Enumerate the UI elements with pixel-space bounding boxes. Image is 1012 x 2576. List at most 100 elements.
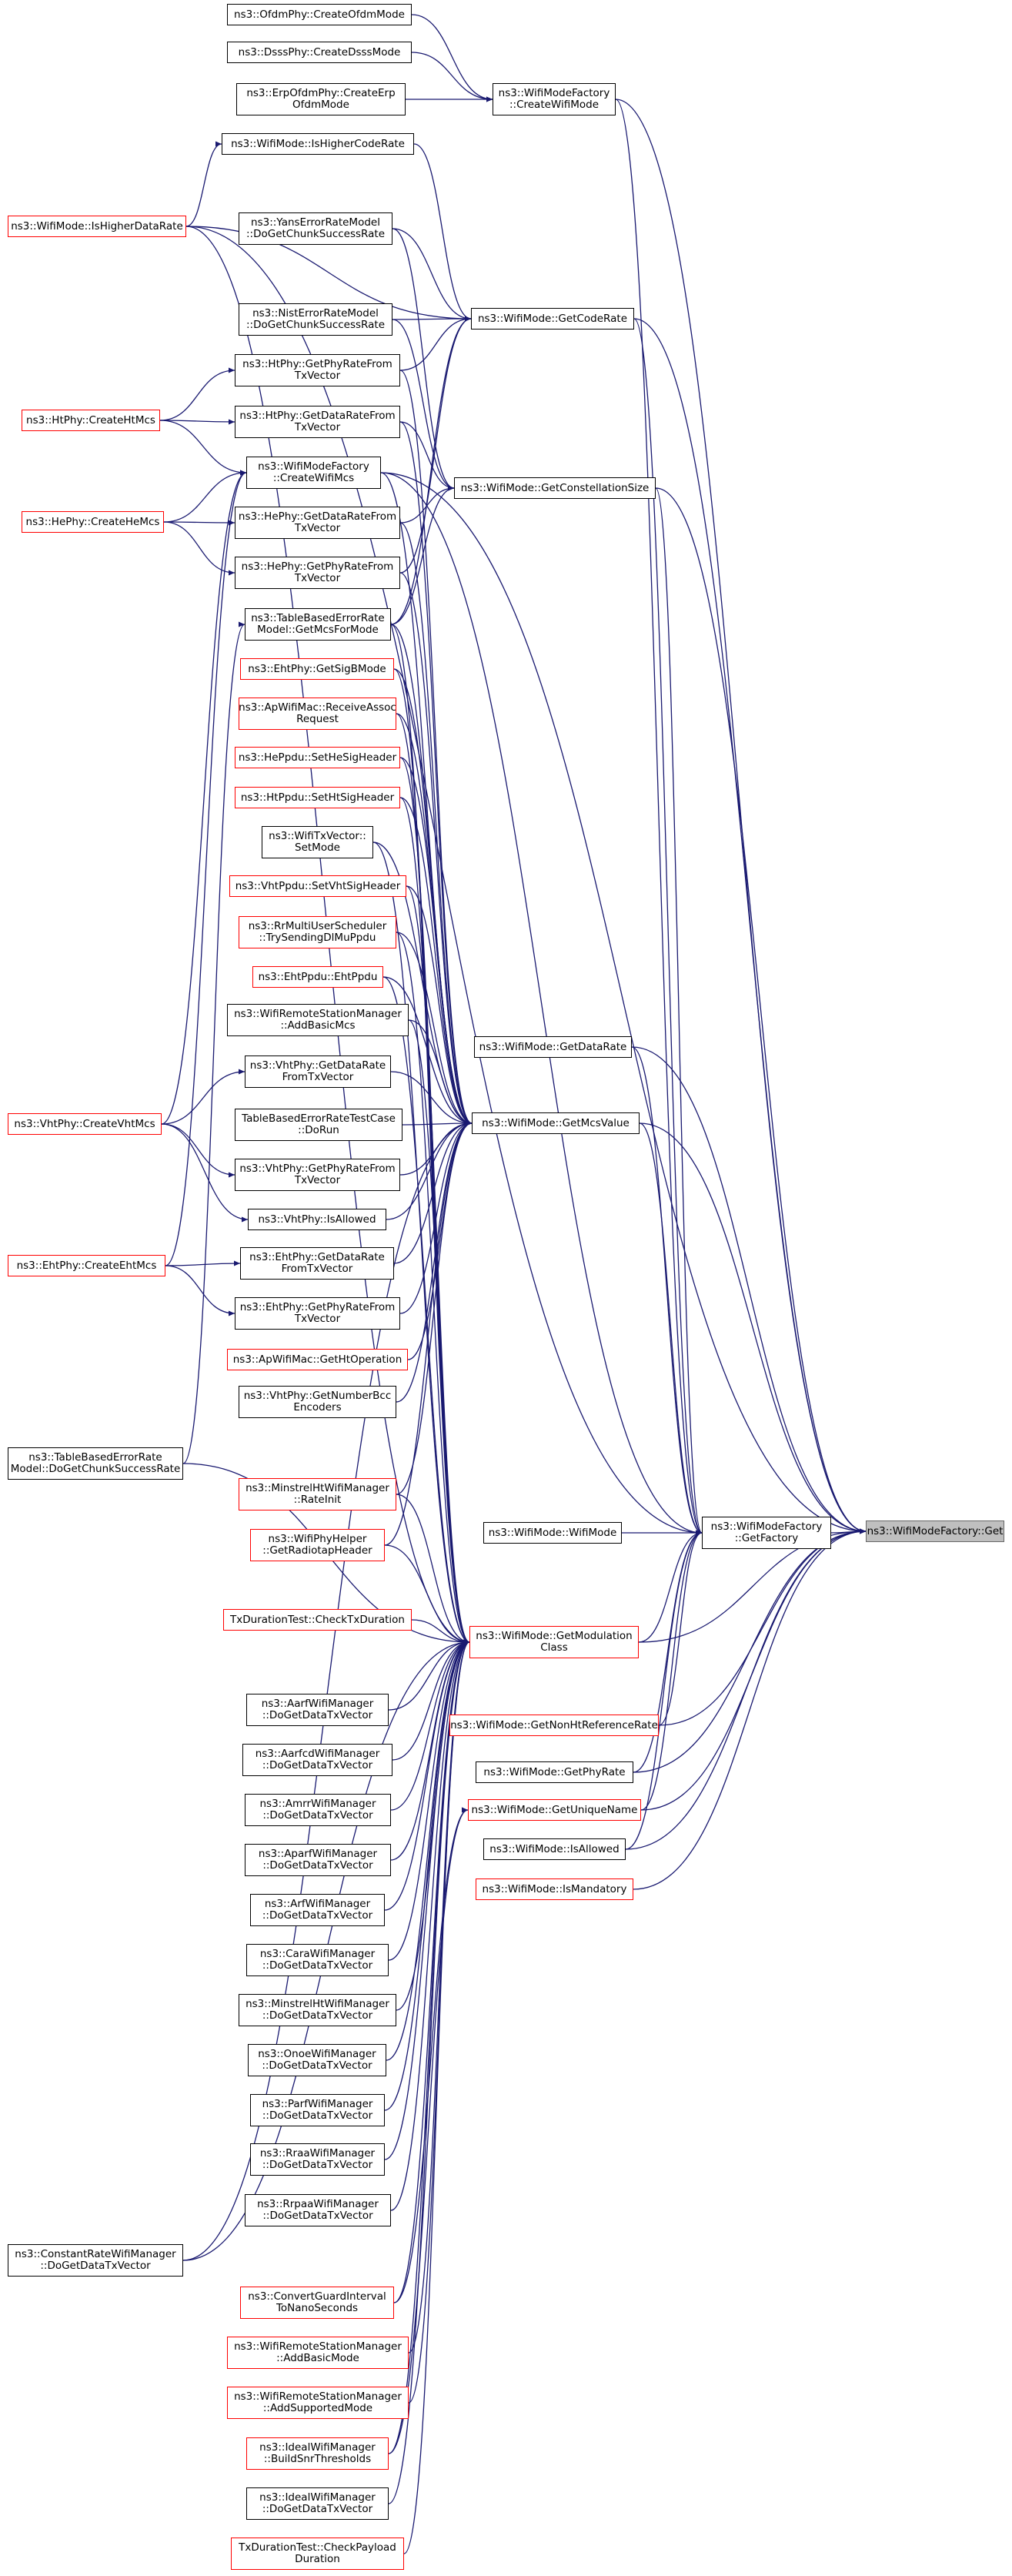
node-htphy-gdrftv[interactable]: ns3::HtPhy::GetDataRateFrom TxVector <box>235 406 400 438</box>
node-aparf[interactable]: ns3::AparfWifiManager ::DoGetDataTxVecto… <box>245 1844 391 1876</box>
node-gf[interactable]: ns3::WifiModeFactory ::GetFactory <box>702 1517 831 1549</box>
node-ismand[interactable]: ns3::WifiMode::IsMandatory <box>476 1878 633 1900</box>
node-hesig[interactable]: ns3::HePpdu::SetHeSigHeader <box>235 747 400 768</box>
edge-onoe-to-gmc <box>386 1639 470 2061</box>
edge-yans-to-gcs <box>392 228 455 491</box>
node-wrsmbasicmcs[interactable]: ns3::WifiRemoteStationManager ::AddBasic… <box>227 1004 409 1036</box>
edge-ehtcreate-to-eht-gprftv <box>165 1265 235 1316</box>
node-ishcr[interactable]: ns3::WifiMode::IsHigherCodeRate <box>222 133 414 155</box>
edge-gmc-to-gf <box>638 1530 703 1643</box>
node-idealsnr[interactable]: ns3::IdealWifiManager ::BuildSnrThreshol… <box>246 2437 389 2470</box>
edge-vhtcreate-to-vht-gdrftv <box>161 1069 245 1125</box>
edge-vhtcreate-to-fcreatemcs <box>161 470 247 1125</box>
node-gmv[interactable]: ns3::WifiMode::GetMcsValue <box>472 1112 640 1134</box>
node-yans[interactable]: ns3::YansErrorRateModel ::DoGetChunkSucc… <box>239 212 392 245</box>
node-idealtx[interactable]: ns3::IdealWifiManager ::DoGetDataTxVecto… <box>246 2487 389 2520</box>
edge-cara-to-gmc <box>388 1639 470 1961</box>
node-eht-gprftv[interactable]: ns3::EhtPhy::GetPhyRateFrom TxVector <box>235 1297 400 1330</box>
node-hecreate[interactable]: ns3::HePhy::CreateHeMcs <box>22 511 164 533</box>
node-fcreatemcs[interactable]: ns3::WifiModeFactory ::CreateWifiMcs <box>246 457 381 489</box>
node-vhtcreate[interactable]: ns3::VhtPhy::CreateVhtMcs <box>8 1113 162 1135</box>
node-rrpaa[interactable]: ns3::RrpaaWifiManager ::DoGetDataTxVecto… <box>245 2194 391 2226</box>
node-constrate[interactable]: ns3::ConstantRateWifiManager ::DoGetData… <box>8 2244 183 2277</box>
node-arf[interactable]: ns3::ArfWifiManager ::DoGetDataTxVector <box>250 1894 385 1926</box>
node-aarfcd[interactable]: ns3::AarfcdWifiManager ::DoGetDataTxVect… <box>242 1744 392 1776</box>
node-apassoc[interactable]: ns3::ApWifiMac::ReceiveAssoc Request <box>239 698 396 730</box>
node-nonht[interactable]: ns3::WifiMode::GetNonHtReferenceRate <box>449 1715 659 1736</box>
edge-htcreate-to-fcreatemcs <box>159 420 247 476</box>
node-vhtsig[interactable]: ns3::VhtPpdu::SetVhtSigHeader <box>229 875 406 897</box>
node-rraa[interactable]: ns3::RraaWifiManager ::DoGetDataTxVector <box>250 2143 385 2176</box>
node-gcr[interactable]: ns3::WifiMode::GetCodeRate <box>471 308 634 330</box>
node-gcs[interactable]: ns3::WifiMode::GetConstellationSize <box>454 477 656 499</box>
node-wmwm[interactable]: ns3::WifiMode::WifiMode <box>483 1522 622 1544</box>
node-htsig[interactable]: ns3::HtPpdu::SetHtSigHeader <box>235 787 400 808</box>
edge-parf-to-gmc <box>384 1639 470 2111</box>
node-ehtppdu[interactable]: ns3::EhtPpdu::EhtPpdu <box>252 966 383 988</box>
edge-isallowed-to-gf <box>625 1530 703 1850</box>
node-radiotap[interactable]: ns3::WifiPhyHelper ::GetRadiotapHeader <box>250 1529 385 1561</box>
node-wrsmsupp[interactable]: ns3::WifiRemoteStationManager ::AddSuppo… <box>227 2387 409 2419</box>
node-vht-gdrftv[interactable]: ns3::VhtPhy::GetDataRate FromTxVector <box>245 1055 391 1088</box>
node-onoe[interactable]: ns3::OnoeWifiManager ::DoGetDataTxVector <box>248 2044 386 2076</box>
node-tbdochunk[interactable]: ns3::TableBasedErrorRate Model::DoGetChu… <box>8 1447 183 1480</box>
node-htphy-gprftv[interactable]: ns3::HtPhy::GetPhyRateFrom TxVector <box>235 354 400 386</box>
node-ehtsigb[interactable]: ns3::EhtPhy::GetSigBMode <box>240 658 394 680</box>
node-gpr[interactable]: ns3::WifiMode::GetPhyRate <box>476 1761 633 1783</box>
node-ofdm[interactable]: ns3::OfdmPhy::CreateOfdmMode <box>227 4 412 25</box>
node-dsss[interactable]: ns3::DsssPhy::CreateDsssMode <box>227 42 412 63</box>
node-wrsmbasicmode[interactable]: ns3::WifiRemoteStationManager ::AddBasic… <box>227 2337 409 2369</box>
node-rrmu[interactable]: ns3::RrMultiUserScheduler ::TrySendingDl… <box>239 916 396 948</box>
node-vht-gprftv[interactable]: ns3::VhtPhy::GetPhyRateFrom TxVector <box>235 1159 400 1191</box>
edge-arf-to-gmc <box>384 1639 470 1911</box>
edge-amrr-to-gmc <box>390 1639 470 1811</box>
edge-gcr-to-gf <box>633 318 703 1536</box>
node-nist[interactable]: ns3::NistErrorRateModel ::DoGetChunkSucc… <box>239 303 392 336</box>
node-convgi[interactable]: ns3::ConvertGuardInterval ToNanoSeconds <box>240 2287 394 2319</box>
node-vhtallowed[interactable]: ns3::VhtPhy::IsAllowed <box>248 1209 386 1230</box>
node-cara[interactable]: ns3::CaraWifiManager ::DoGetDataTxVector <box>246 1944 389 1976</box>
edge-radiotap-to-gmc <box>384 1544 470 1645</box>
node-apghtop[interactable]: ns3::ApWifiMac::GetHtOperation <box>227 1349 408 1370</box>
node-ehtcreate[interactable]: ns3::EhtPhy::CreateEhtMcs <box>8 1255 165 1276</box>
edge-wrsmbasicmcs-to-gmc <box>408 1019 470 1645</box>
node-minstrel[interactable]: ns3::MinstrelHtWifiManager ::DoGetDataTx… <box>239 1994 396 2026</box>
node-txvset[interactable]: ns3::WifiTxVector:: SetMode <box>262 826 373 858</box>
edge-hecreate-to-fcreatemcs <box>163 470 247 523</box>
edge-ehtcreate-to-eht-gdrftv <box>165 1260 241 1266</box>
edge-ismand-to-root <box>633 1528 867 1890</box>
node-erp[interactable]: ns3::ErpOfdmPhy::CreateErp OfdmMode <box>236 83 406 115</box>
node-eht-gdrftv[interactable]: ns3::EhtPhy::GetDataRate FromTxVector <box>240 1247 394 1280</box>
edge-tbdochunk-to-tbgm <box>182 621 245 1464</box>
node-htcreate[interactable]: ns3::HtPhy::CreateHtMcs <box>22 410 160 431</box>
edge-ehtcreate-to-fcreatemcs <box>165 470 247 1266</box>
edge-fcreatemcs-to-root <box>380 472 867 1534</box>
node-minstrelinit[interactable]: ns3::MinstrelHtWifiManager ::RateInit <box>239 1478 396 1510</box>
node-aarf[interactable]: ns3::AarfWifiManager ::DoGetDataTxVector <box>246 1694 389 1726</box>
node-gmc[interactable]: ns3::WifiMode::GetModulation Class <box>469 1626 639 1658</box>
node-hephy-gprftv[interactable]: ns3::HePhy::GetPhyRateFrom TxVector <box>235 557 400 589</box>
edge-gmv-to-root <box>639 1122 867 1534</box>
edge-constrate-to-gmv <box>182 1120 473 2261</box>
node-vhtbcc[interactable]: ns3::VhtPhy::GetNumberBcc Encoders <box>239 1386 396 1418</box>
node-hephy-gdrftv[interactable]: ns3::HePhy::GetDataRateFrom TxVector <box>235 507 400 539</box>
edge-htphy-gdrftv-to-gcs <box>399 421 455 491</box>
node-tbgm[interactable]: ns3::TableBasedErrorRate Model::GetMcsFo… <box>245 608 391 641</box>
node-amrr[interactable]: ns3::AmrrWifiManager ::DoGetDataTxVector <box>245 1794 391 1826</box>
node-tbtest[interactable]: TableBasedErrorRateTestCase ::DoRun <box>235 1109 402 1141</box>
node-fcreate[interactable]: ns3::WifiModeFactory ::CreateWifiMode <box>493 83 616 115</box>
node-parf[interactable]: ns3::ParfWifiManager ::DoGetDataTxVector <box>250 2094 385 2126</box>
node-ishdr[interactable]: ns3::WifiMode::IsHigherDataRate <box>8 216 186 237</box>
edge-gdr-to-root <box>631 1046 867 1534</box>
edge-fcreatemcs-to-gf <box>380 472 703 1536</box>
edge-tbgm-to-gcr <box>390 316 472 625</box>
node-txpayload[interactable]: TxDurationTest::CheckPayload Duration <box>231 2538 404 2570</box>
node-txdurchk[interactable]: TxDurationTest::CheckTxDuration <box>223 1609 412 1631</box>
node-gdr[interactable]: ns3::WifiMode::GetDataRate <box>474 1036 632 1058</box>
node-gun[interactable]: ns3::WifiMode::GetUniqueName <box>468 1799 641 1821</box>
edge-vhtcreate-to-vhtallowed <box>161 1123 249 1223</box>
node-isallowed[interactable]: ns3::WifiMode::IsAllowed <box>483 1838 626 1860</box>
edge-vhtcreate-to-vht-gprftv <box>161 1123 235 1178</box>
